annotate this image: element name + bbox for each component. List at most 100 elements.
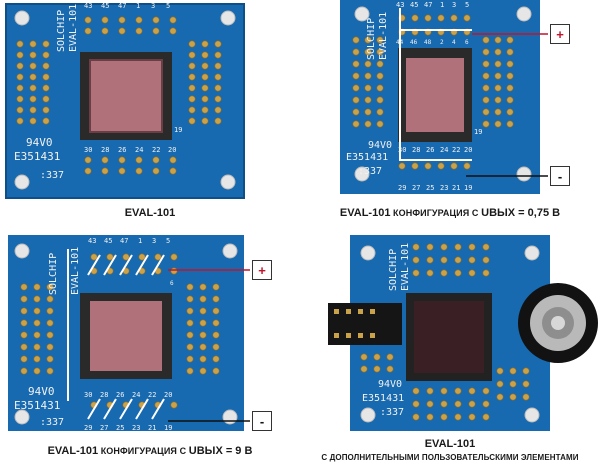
solder-pad <box>154 253 162 261</box>
svg-text:27: 27 <box>412 184 420 192</box>
mount-hole <box>220 174 236 190</box>
solder-pad <box>482 256 490 264</box>
solder-pad <box>16 73 24 81</box>
svg-text:4: 4 <box>452 39 456 46</box>
solder-pad <box>188 84 196 92</box>
solder-pad <box>468 243 476 251</box>
svg-text:1: 1 <box>136 2 140 10</box>
solder-pad <box>376 96 384 104</box>
solder-pad <box>186 331 194 339</box>
solder-pad <box>212 319 220 327</box>
solder-pad <box>84 27 92 35</box>
svg-text:30: 30 <box>84 391 92 399</box>
solder-pad <box>16 106 24 114</box>
solder-pad <box>482 269 490 277</box>
solder-pad <box>201 117 209 125</box>
solder-pad <box>201 106 209 114</box>
solder-pad <box>482 36 490 44</box>
solder-pad <box>364 36 372 44</box>
solder-pad <box>214 84 222 92</box>
mount-hole <box>14 243 30 259</box>
solder-pad <box>169 167 177 175</box>
solder-pad <box>426 256 434 264</box>
solder-pad <box>506 108 514 116</box>
solder-pad <box>29 95 37 103</box>
solder-pad <box>152 156 160 164</box>
solder-pad <box>135 167 143 175</box>
solder-pad <box>42 106 50 114</box>
solder-pad <box>199 307 207 315</box>
solder-pad <box>214 62 222 70</box>
solder-pad <box>411 162 419 170</box>
photo-panel-1: SOLCHIP EVAL-101 94V0 E351431 :337 43 45… <box>0 0 300 231</box>
svg-text:19: 19 <box>164 424 172 431</box>
solder-pad <box>364 48 372 56</box>
svg-text:47: 47 <box>424 1 432 9</box>
solder-pad <box>426 243 434 251</box>
solder-pad <box>440 387 448 395</box>
solder-pad <box>170 267 178 275</box>
solder-pad <box>212 295 220 303</box>
solder-pad <box>42 84 50 92</box>
svg-text:22: 22 <box>152 146 160 154</box>
svg-text:28: 28 <box>100 391 108 399</box>
solder-pad <box>482 413 490 421</box>
solder-pad <box>186 355 194 363</box>
solder-pad <box>169 156 177 164</box>
solder-pad <box>494 60 502 68</box>
svg-text:43: 43 <box>84 2 92 10</box>
svg-text:24: 24 <box>132 391 140 399</box>
config-wires <box>67 249 165 420</box>
svg-text:19: 19 <box>464 184 472 192</box>
solder-pad <box>84 156 92 164</box>
solder-pad <box>214 117 222 125</box>
solder-pad <box>454 413 462 421</box>
solder-pad <box>20 319 28 327</box>
svg-text:20: 20 <box>464 146 472 154</box>
solder-pad <box>364 96 372 104</box>
solder-pad <box>42 95 50 103</box>
solder-pad <box>212 307 220 315</box>
mount-hole <box>14 174 30 190</box>
solder-pad <box>118 156 126 164</box>
svg-text:5: 5 <box>166 2 170 10</box>
solder-pad <box>188 95 196 103</box>
solder-pad <box>506 60 514 68</box>
solar-cell <box>90 60 162 132</box>
solder-pad <box>29 84 37 92</box>
solder-pad <box>101 16 109 24</box>
solder-pad <box>411 14 419 22</box>
mount-hole <box>516 6 532 22</box>
solder-pad <box>440 413 448 421</box>
solder-pad <box>201 40 209 48</box>
solder-pad <box>426 400 434 408</box>
board-photo-3: SOLCHIP EVAL-101 94V0 E351431 :337 43 45… <box>8 235 250 431</box>
svg-text:22: 22 <box>452 146 460 154</box>
svg-text:43: 43 <box>88 237 96 245</box>
solder-pad <box>360 353 368 361</box>
solder-pad <box>352 48 360 56</box>
solder-pad <box>496 380 504 388</box>
solder-pad <box>440 256 448 264</box>
plus-marker: + <box>550 24 570 44</box>
solder-pad <box>506 72 514 80</box>
solder-pad <box>29 73 37 81</box>
minus-marker: - <box>252 411 272 431</box>
mount-hole <box>14 409 30 425</box>
plus-marker: + <box>252 260 272 280</box>
solder-pad <box>33 307 41 315</box>
solder-pad <box>440 269 448 277</box>
solder-pad <box>212 283 220 291</box>
solder-pad <box>376 72 384 80</box>
solder-pad <box>412 413 420 421</box>
solder-pad <box>33 295 41 303</box>
solder-pad <box>509 380 517 388</box>
mount-hole <box>222 409 238 425</box>
model-silkscreen: EVAL-101 <box>378 12 389 60</box>
solder-pad <box>169 27 177 35</box>
solder-pad <box>496 393 504 401</box>
solder-pad <box>170 253 178 261</box>
solder-pad <box>437 14 445 22</box>
solder-pad <box>437 162 445 170</box>
top-pin-labels: 43 45 47 1 3 5 <box>84 2 170 10</box>
